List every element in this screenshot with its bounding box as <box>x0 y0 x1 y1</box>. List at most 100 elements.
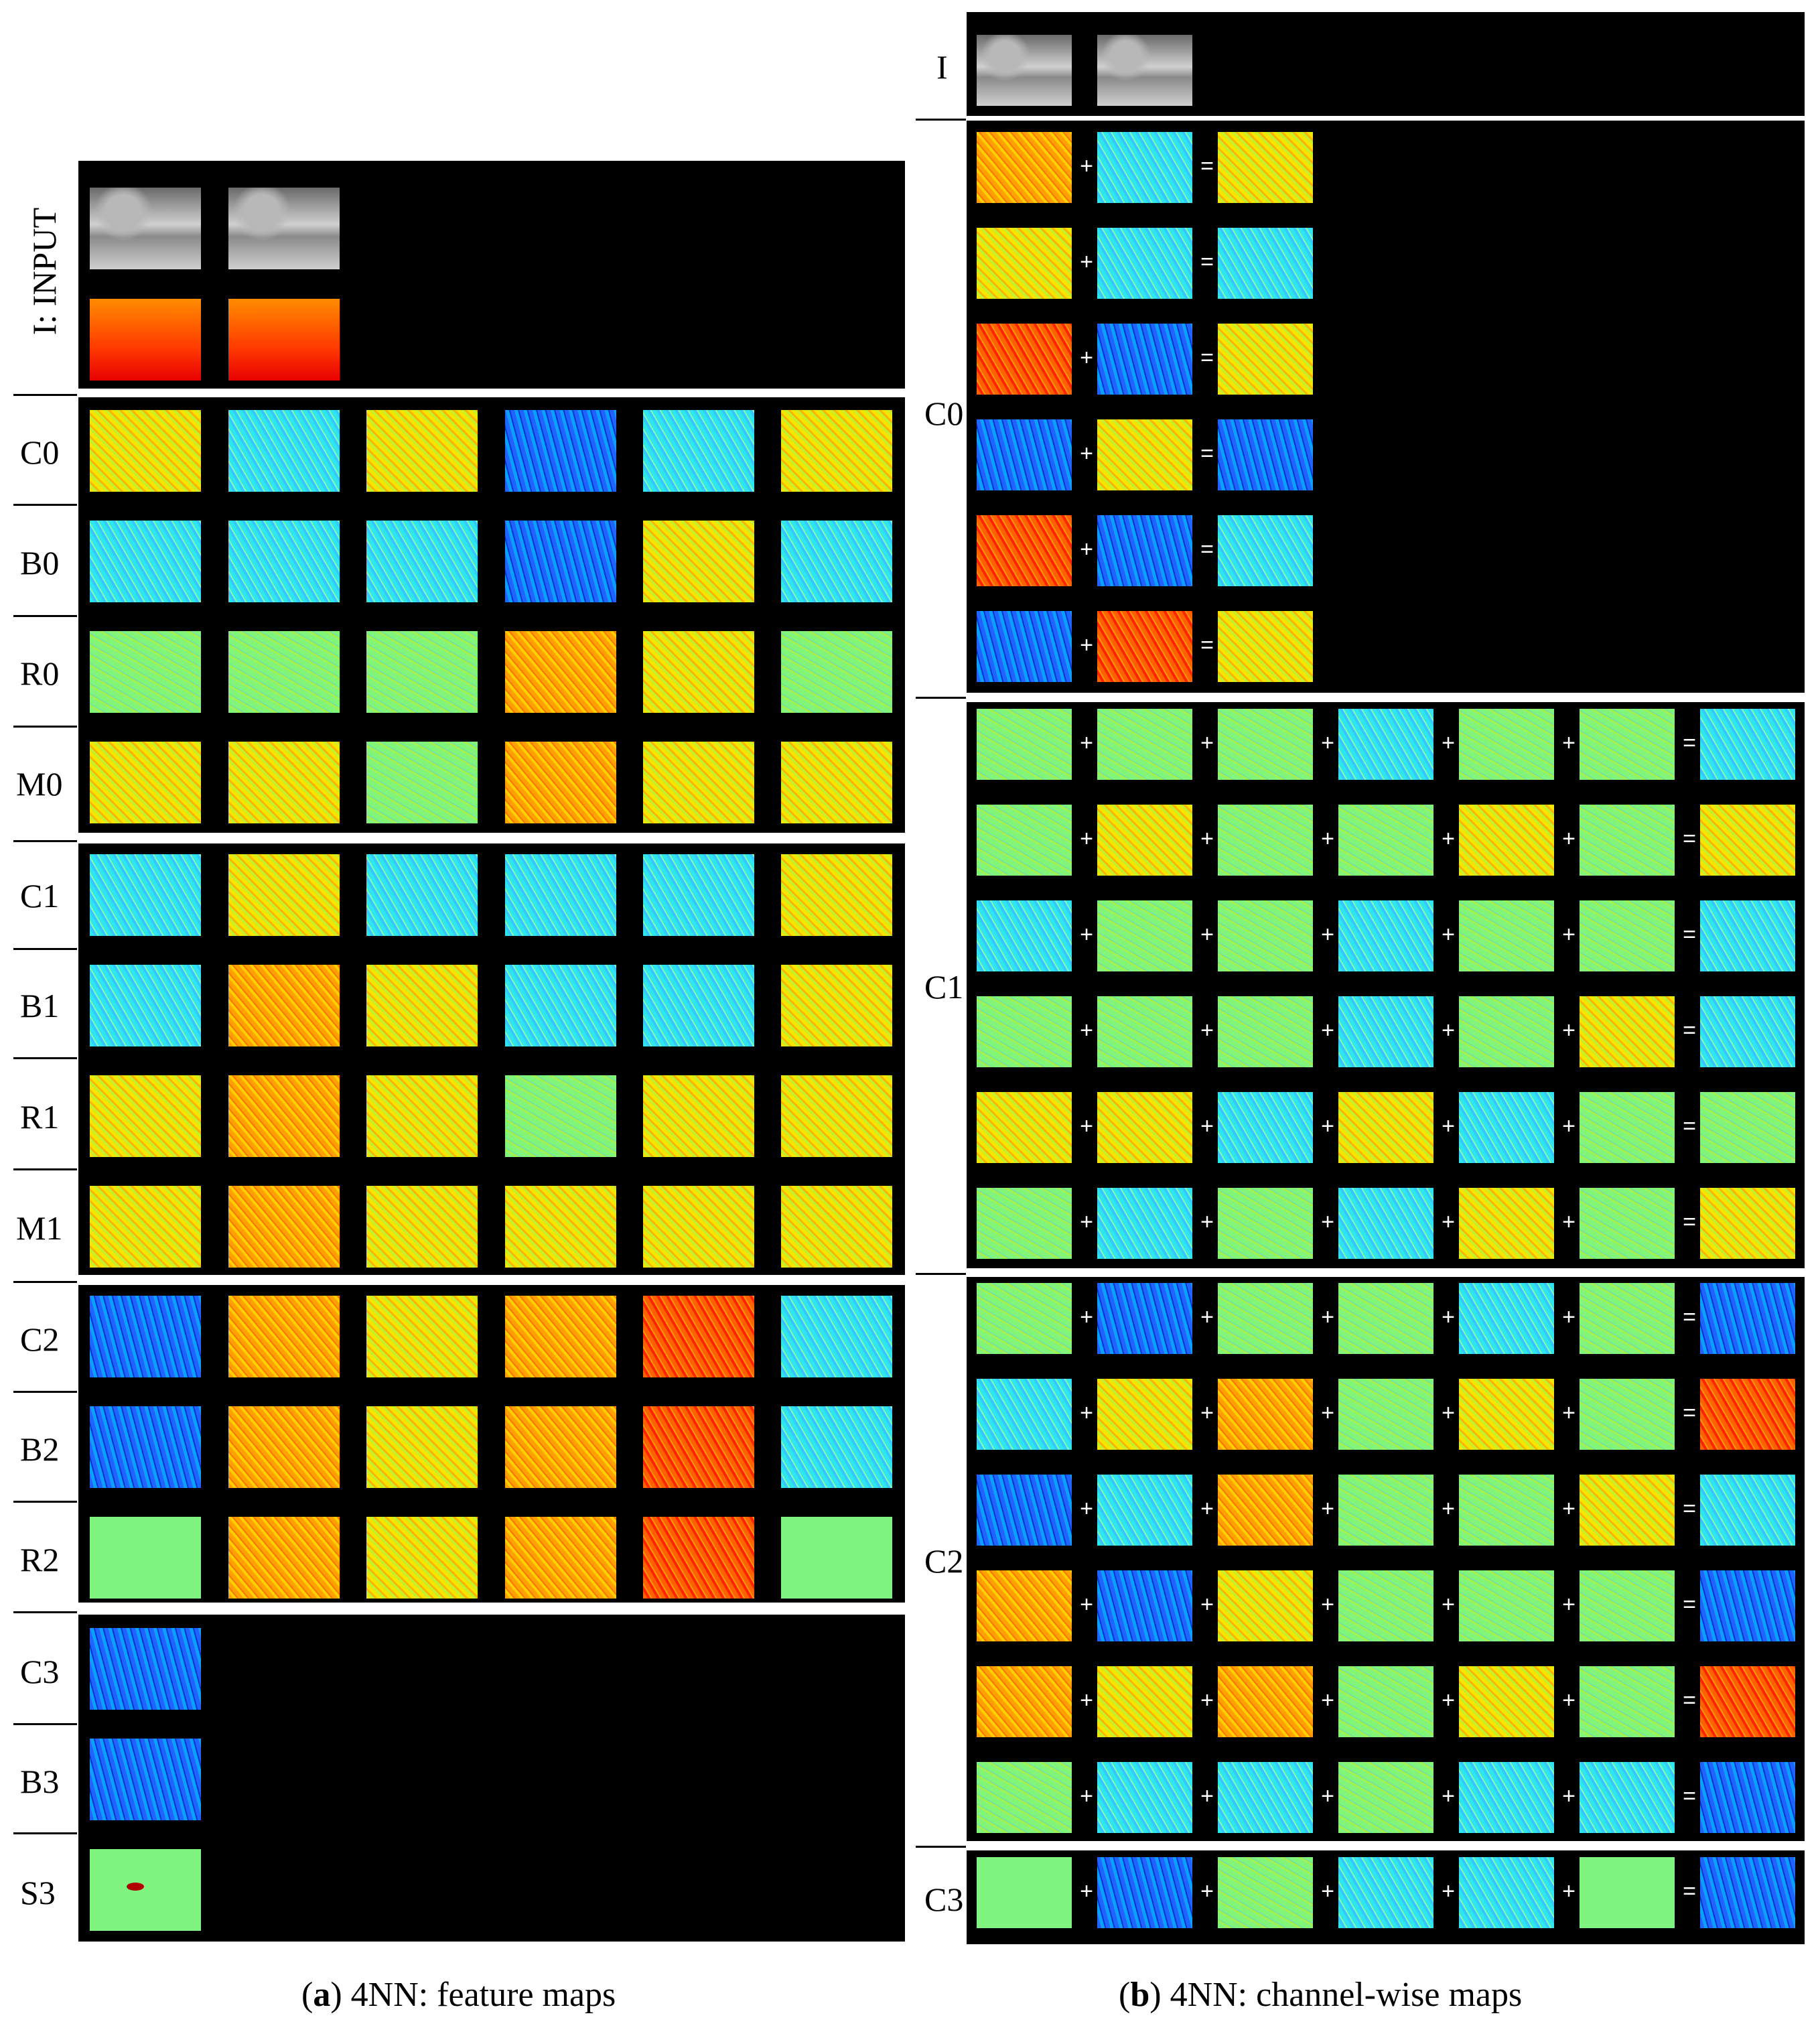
feature-map-tile <box>366 1296 478 1377</box>
feature-map-tile <box>366 854 478 936</box>
feature-map-tile <box>1097 419 1192 490</box>
equals-sign: = <box>1683 826 1696 852</box>
feature-map-tile <box>1338 900 1433 971</box>
plus-sign: + <box>1442 922 1455 947</box>
divider <box>13 1057 77 1059</box>
group-input <box>967 12 1805 116</box>
plus-sign: + <box>1080 1592 1093 1617</box>
feature-map-tile <box>977 1092 1072 1163</box>
plus-sign: + <box>1080 1688 1093 1713</box>
plus-sign: + <box>1080 922 1093 947</box>
feature-map-tile <box>1097 996 1192 1067</box>
divider <box>916 1273 966 1275</box>
feature-map-tile <box>781 965 892 1046</box>
feature-map-tile <box>643 410 754 492</box>
feature-map-tile <box>1580 1666 1675 1737</box>
feature-map-tile <box>1459 1283 1554 1354</box>
feature-map-tile <box>505 1075 616 1157</box>
feature-map-tile <box>1218 1188 1313 1259</box>
feature-map-tile <box>643 854 754 936</box>
feature-map-tile <box>1097 1188 1192 1259</box>
feature-map-tile <box>781 631 892 713</box>
plus-sign: + <box>1080 826 1093 852</box>
feature-map-tile <box>366 521 478 602</box>
feature-map-tile <box>366 410 478 492</box>
plus-sign: + <box>1321 1783 1334 1809</box>
feature-map-tile <box>781 1296 892 1377</box>
row-label-c1: C1 <box>924 968 964 1006</box>
feature-map-tile <box>977 709 1072 780</box>
row-label-c1: C1 <box>20 877 60 914</box>
plus-sign: + <box>1562 1304 1576 1330</box>
plus-sign: + <box>1442 1592 1455 1617</box>
feature-map-tile <box>1459 1762 1554 1833</box>
feature-map-tile <box>977 1570 1072 1641</box>
feature-map-tile <box>977 419 1072 490</box>
equals-sign: = <box>1683 730 1696 756</box>
plus-sign: + <box>1080 153 1093 179</box>
feature-map-tile <box>228 1075 340 1157</box>
feature-map-tile <box>643 1406 754 1488</box>
feature-map-tile <box>505 521 616 602</box>
feature-map-tile <box>90 1186 201 1268</box>
feature-map-tile <box>977 1475 1072 1546</box>
plus-sign: + <box>1080 249 1093 275</box>
feature-map-tile <box>977 805 1072 876</box>
feature-map-tile <box>1580 709 1675 780</box>
plus-sign: + <box>1321 922 1334 947</box>
row-label-c0: C0 <box>20 433 60 471</box>
feature-map-tile <box>781 410 892 492</box>
feature-map-tile <box>1097 1857 1192 1928</box>
plus-sign: + <box>1200 1018 1214 1043</box>
feature-map-tile <box>1097 228 1192 299</box>
plus-sign: + <box>1562 826 1576 852</box>
equals-sign: = <box>1683 1879 1696 1904</box>
feature-map-tile <box>781 1186 892 1268</box>
feature-map-tile <box>1097 1283 1192 1354</box>
feature-map-tile <box>1580 1188 1675 1259</box>
feature-map-tile <box>366 742 478 823</box>
plus-sign: + <box>1080 730 1093 756</box>
feature-map-tile <box>1459 900 1554 971</box>
feature-map-tile <box>1218 228 1313 299</box>
plus-sign: + <box>1321 1304 1334 1330</box>
feature-map-tile <box>228 854 340 936</box>
row-label-r0: R0 <box>20 655 60 692</box>
feature-map-tile <box>1097 805 1192 876</box>
equals-sign: = <box>1683 1592 1696 1617</box>
feature-map-tile <box>781 521 892 602</box>
divider <box>13 726 77 728</box>
feature-map-tile <box>505 410 616 492</box>
plus-sign: + <box>1080 1783 1093 1809</box>
plus-sign: + <box>1321 1879 1334 1904</box>
feature-map-tile <box>643 1075 754 1157</box>
feature-map-tile <box>781 1406 892 1488</box>
plus-sign: + <box>1442 1688 1455 1713</box>
plus-sign: + <box>1321 730 1334 756</box>
feature-map-tile <box>781 854 892 936</box>
feature-map-tile <box>1700 709 1795 780</box>
feature-map-tile <box>1700 1379 1795 1450</box>
feature-map-tile <box>1338 996 1433 1067</box>
feature-map-tile <box>228 1186 340 1268</box>
plus-sign: + <box>1200 922 1214 947</box>
plus-sign: + <box>1562 1400 1576 1426</box>
plus-sign: + <box>1562 1592 1576 1617</box>
feature-map-tile <box>1700 1188 1795 1259</box>
feature-map-tile <box>1218 1379 1313 1450</box>
row-label-b0: B0 <box>20 544 60 582</box>
plus-sign: + <box>1442 1879 1455 1904</box>
group-c1 <box>967 702 1805 1268</box>
divider <box>916 119 966 121</box>
plus-sign: + <box>1321 1018 1334 1043</box>
feature-map-tile <box>1580 1762 1675 1833</box>
feature-map-tile <box>977 515 1072 586</box>
feature-map-tile <box>228 521 340 602</box>
feature-map-tile <box>1097 1570 1192 1641</box>
equals-sign: = <box>1683 1304 1696 1330</box>
feature-map-tile <box>781 1517 892 1599</box>
plus-sign: + <box>1080 537 1093 562</box>
feature-map-tile <box>90 1739 201 1820</box>
feature-map-tile <box>1218 709 1313 780</box>
feature-map-tile <box>781 1075 892 1157</box>
